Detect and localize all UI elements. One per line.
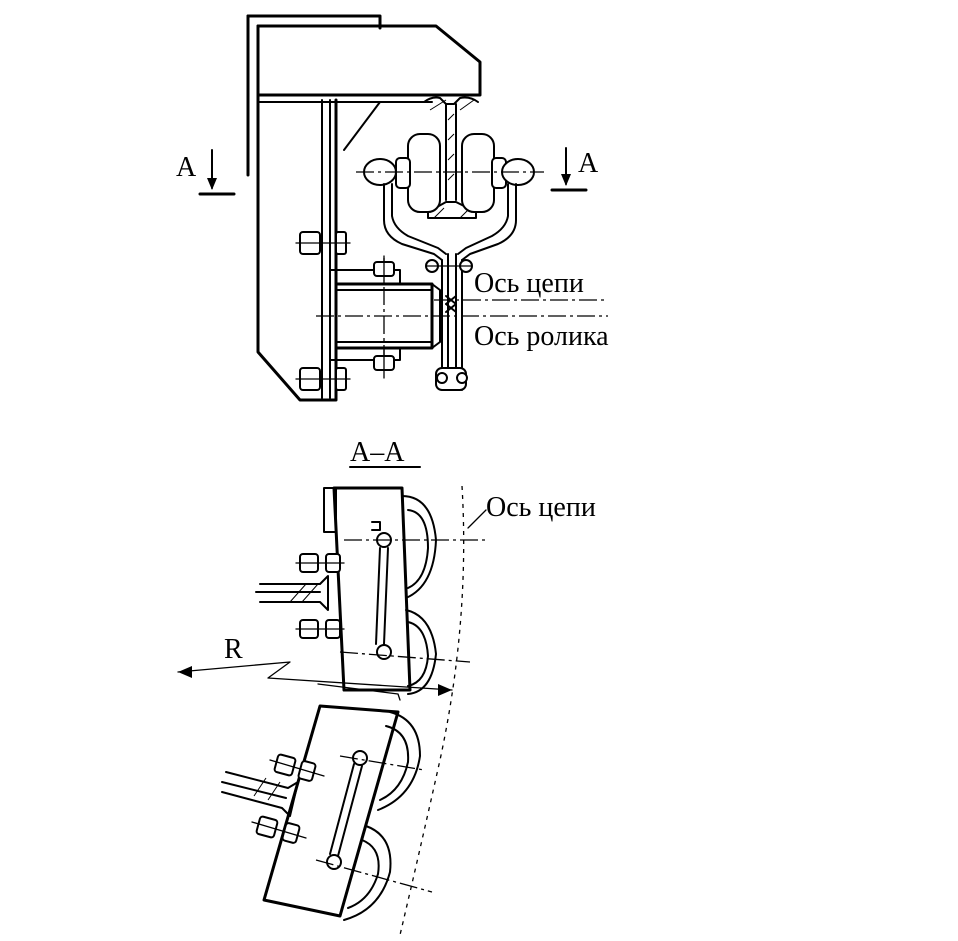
chain-link: [435, 295, 468, 391]
section-label-right: A: [578, 148, 599, 179]
lower-carriage: [221, 704, 433, 921]
section-title: A–A: [350, 437, 405, 468]
axis-lines-front: [316, 299, 608, 317]
trolley-wheels: [356, 133, 544, 213]
chain-axis-label-top: Ось цепи: [474, 268, 584, 299]
section-label-left: A: [176, 152, 197, 183]
bolt-upper-left: [295, 231, 351, 255]
bolt-lower-left: [295, 367, 351, 391]
section-marker-right: A: [550, 147, 599, 192]
bracket-housing: [246, 14, 482, 402]
chain-path-curve: [399, 485, 465, 936]
roller-axis-label: Ось ролика: [474, 321, 609, 352]
front-view: A A Ось цепи Ось ролика: [176, 14, 609, 402]
i-beam-rail: [423, 96, 479, 219]
bolts-front: [295, 231, 395, 391]
chain-axis-label-bottom: Ось цепи: [486, 492, 596, 523]
bolt-roller-top: [373, 255, 395, 281]
bolt-roller-bottom: [373, 349, 395, 379]
upper-carriage: [255, 486, 488, 695]
radius-label: R: [224, 634, 243, 665]
radius-dimension: R: [177, 634, 453, 701]
section-marker-left: A: [176, 149, 236, 196]
section-view: A–A: [177, 437, 596, 936]
chain-axis-leader: [467, 509, 487, 529]
